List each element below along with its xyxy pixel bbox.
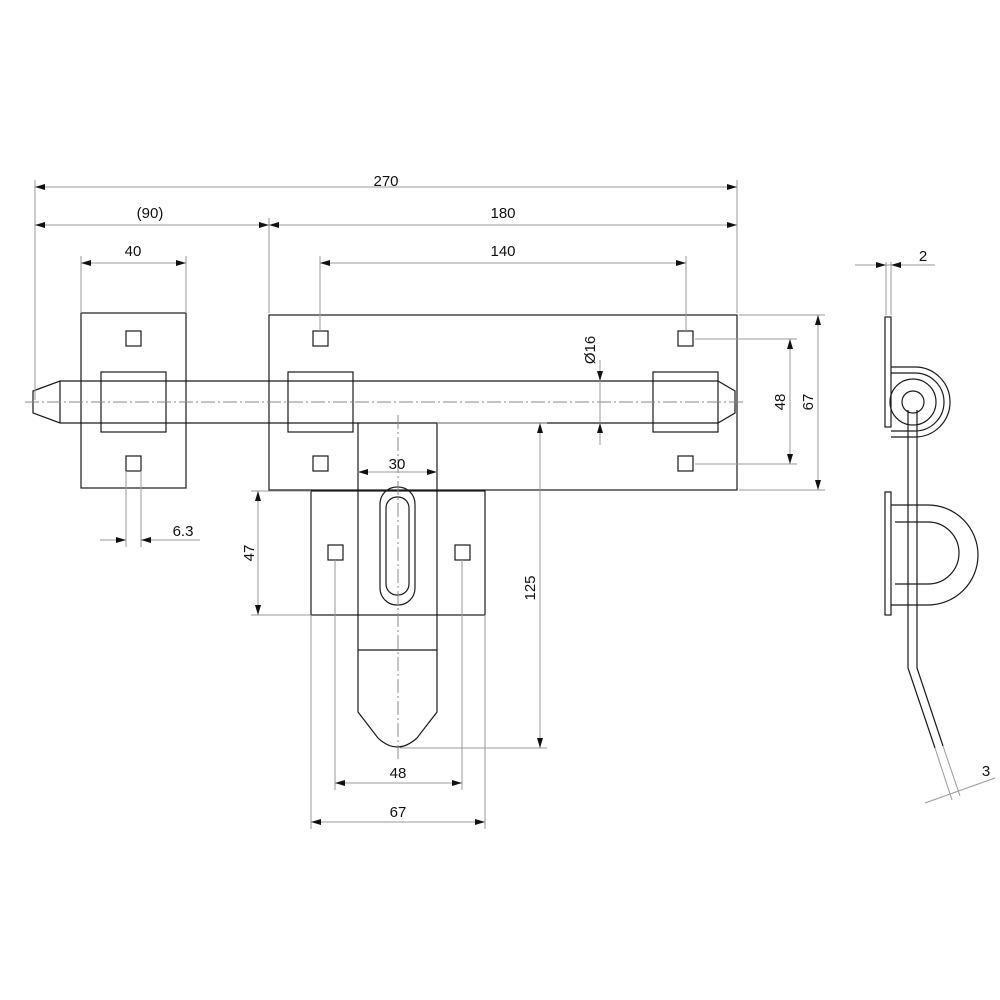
mounting-hole [312,330,329,347]
dim-tongue-width: 30 [389,456,406,473]
dim-hole-spacing-vertical: 48 [772,394,789,411]
dim-bolt-diameter: Ø16 [582,336,599,364]
mounting-hole [312,455,329,472]
hasp-tongue [357,423,438,748]
dim-plate-thickness: 2 [919,248,927,265]
dim-rod-thickness: 3 [982,763,990,780]
side-plate [884,316,892,428]
dim-keep-plate-width: 40 [125,243,142,260]
dim-plate-height: 67 [800,394,817,411]
side-view: 2 3 [855,248,996,804]
mounting-hole [677,455,694,472]
dim-bolt-protrusion: (90) [137,205,164,222]
mounting-hole [677,330,694,347]
mounting-hole [327,544,344,561]
dim-tongue-length: 125 [522,575,539,600]
dim-overall-length: 270 [373,173,398,190]
front-view [25,312,745,760]
mounting-hole [454,544,471,561]
dim-keeper-width: 67 [390,804,407,821]
dim-hole-size: 6.3 [173,523,194,540]
dim-keeper-hole-spacing: 48 [390,765,407,782]
dimensions: 270 (90) 180 40 140 Ø16 48 67 6.3 30 47 … [34,173,825,829]
dim-hole-spacing-top: 140 [490,243,515,260]
bolt-collar [287,371,354,433]
dim-main-plate-width: 180 [490,205,515,222]
keep-plate [80,312,187,489]
dim-keeper-height: 47 [241,545,258,562]
mounting-hole [125,330,142,347]
mounting-hole [125,455,142,472]
side-keeper-plate [884,491,892,616]
